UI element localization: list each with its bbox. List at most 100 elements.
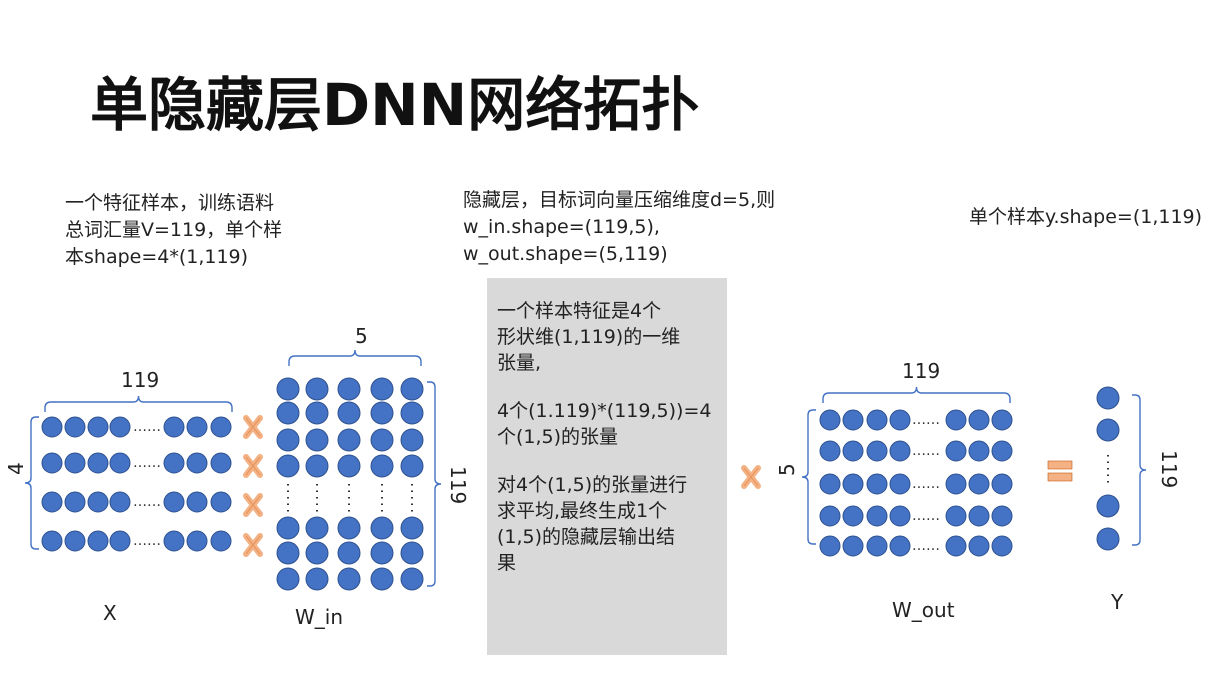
x-node-r2-c2: [87, 491, 109, 513]
y-label: Y: [1111, 590, 1124, 614]
w-out-node-r1-c1: [842, 440, 864, 462]
explain-p3-line-3: (1,5)的隐藏层输出结: [497, 526, 676, 548]
multiply-sign-3: [243, 533, 263, 557]
x-node-r3-right-c1: [186, 530, 208, 552]
x-node-r3-right-c2: [210, 530, 232, 552]
w-out-row-ellipsis-2: ……: [912, 476, 940, 492]
w-out-node-r4-right-c2: [991, 535, 1013, 557]
x-node-r1-right-c0: [163, 452, 185, 474]
explain-p3-line-4: 果: [497, 552, 517, 574]
w-in-node-top-r2-c0: [276, 428, 300, 452]
w-out-node-r0-right-c2: [991, 409, 1013, 431]
w-in-node-bottom-r2-c1: [305, 567, 329, 591]
x-node-r1-c3: [109, 452, 131, 474]
w-in-node-bottom-r2-c4: [400, 567, 424, 591]
w-in-node-bottom-r1-c2: [337, 541, 361, 565]
w-in-node-top-r1-c0: [276, 401, 300, 425]
w-out-node-r2-right-c0: [945, 473, 967, 495]
equals-sign-bottom: [1047, 472, 1073, 482]
w-out-node-r2-c0: [819, 473, 841, 495]
w-out-node-r3-c0: [819, 505, 841, 527]
x-node-r1-c2: [87, 452, 109, 474]
y-side-brace: [1132, 394, 1147, 546]
x-node-r2-c1: [64, 491, 86, 513]
w-in-label: W_in: [295, 605, 344, 629]
w-in-node-top-r1-c4: [400, 401, 424, 425]
w-out-node-r2-c2: [866, 473, 888, 495]
x-node-r2-c3: [109, 491, 131, 513]
multiply-sign-0-outline: [245, 417, 261, 437]
w-out-node-r4-right-c1: [968, 535, 990, 557]
w-out-node-r3-right-c0: [945, 505, 967, 527]
w-in-side-dim: 119: [446, 466, 470, 505]
w-in-top-dim: 5: [355, 324, 368, 348]
multiply-sign-0: [243, 415, 263, 439]
w-in-node-top-r3-c4: [400, 454, 424, 478]
hidden-desc-line-2: w_in.shape=(119,5),: [463, 216, 660, 238]
y-node-1: [1096, 418, 1120, 442]
w-in-node-bottom-r1-c0: [276, 541, 300, 565]
w-in-node-top-r1-c1: [305, 401, 329, 425]
input-desc-line-2: 总词汇量V=119，单个样: [65, 219, 283, 241]
multiply-sign-w-out: [741, 465, 761, 489]
w-out-top-dim: 119: [902, 359, 941, 383]
w-out-node-r2-right-c2: [991, 473, 1013, 495]
w-in-node-top-r0-c4: [400, 377, 424, 401]
node-layer: [41, 377, 1120, 591]
w-out-node-r0-right-c1: [968, 409, 990, 431]
x-node-r0-right-c2: [210, 416, 232, 438]
x-node-r1-right-c2: [210, 452, 232, 474]
w-in-node-bottom-r0-c3: [370, 516, 394, 540]
w-out-node-r3-right-c2: [991, 505, 1013, 527]
w-in-node-top-r2-c1: [305, 428, 329, 452]
w-out-row-ellipsis-4: ……: [912, 538, 940, 554]
w-in-node-bottom-r2-c0: [276, 567, 300, 591]
explain-p1-line-1: 一个样本特征是4个: [497, 300, 662, 322]
w-out-node-r3-c2: [866, 505, 888, 527]
w-in-node-top-r0-c1: [305, 377, 329, 401]
w-out-node-r3-c1: [842, 505, 864, 527]
w-out-label: W_out: [892, 598, 955, 622]
x-node-r3-right-c0: [163, 530, 185, 552]
x-node-r2-c0: [41, 491, 63, 513]
w-in-node-top-r2-c2: [337, 428, 361, 452]
w-out-node-r4-c3: [889, 535, 911, 557]
w-out-node-r3-c3: [889, 505, 911, 527]
page-title: 单隐藏层DNN网络拓扑: [90, 71, 700, 139]
w-out-side-brace: [801, 409, 816, 545]
w-out-top-brace: [822, 386, 1011, 403]
w-in-node-top-r3-c0: [276, 454, 300, 478]
x-node-r2-right-c0: [163, 491, 185, 513]
explain-p3-line-1: 对4个(1,5)的张量进行: [497, 474, 688, 496]
w-in-node-bottom-r1-c1: [305, 541, 329, 565]
x-node-r1-c1: [64, 452, 86, 474]
x-node-r0-right-c0: [163, 416, 185, 438]
hidden-desc-line-1: 隐藏层，目标词向量压缩维度d=5,则: [463, 189, 776, 211]
w-out-row-ellipsis-0: ……: [912, 412, 940, 428]
y-side-dim: 119: [1157, 450, 1181, 489]
x-row-ellipsis-2: ……: [133, 494, 161, 510]
w-in-node-top-r2-c3: [370, 428, 394, 452]
w-out-node-r0-c1: [842, 409, 864, 431]
w-in-node-top-r0-c2: [337, 377, 361, 401]
explain-p2-line-1: 4个(1.119)*(119,5))=4: [497, 400, 712, 422]
x-row-ellipsis-1: ……: [133, 455, 161, 471]
x-side-dim: 4: [4, 462, 28, 475]
x-node-r1-right-c1: [186, 452, 208, 474]
input-description: 一个特征样本，训练语料 总词汇量V=119，单个样 本shape=4*(1,11…: [65, 190, 282, 271]
w-out-node-r1-c3: [889, 440, 911, 462]
x-row-ellipsis-0: ……: [133, 419, 161, 435]
y-node-2: [1096, 494, 1120, 518]
multiply-sign-1: [243, 454, 263, 478]
x-side-brace: [24, 416, 39, 550]
x-node-r0-c2: [87, 416, 109, 438]
w-in-node-top-r0-c3: [370, 377, 394, 401]
w-out-node-r1-c0: [819, 440, 841, 462]
equals-sign-top: [1047, 460, 1073, 470]
y-node-0: [1096, 386, 1120, 410]
w-out-side-dim: 5: [775, 463, 799, 476]
w-out-node-r2-right-c1: [968, 473, 990, 495]
output-description: 单个样本y.shape=(1,119): [969, 206, 1203, 228]
w-out-node-r0-c0: [819, 409, 841, 431]
